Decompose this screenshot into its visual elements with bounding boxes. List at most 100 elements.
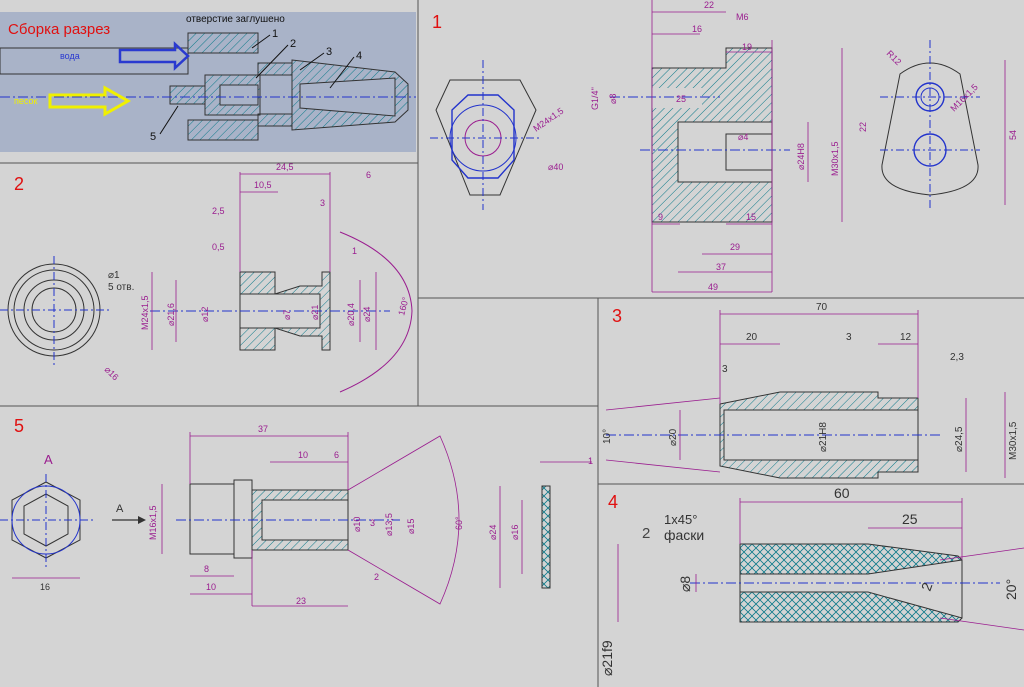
- dim-p5-8: 8: [204, 564, 209, 574]
- part1-end-view: M24x1,5 ⌀40: [430, 60, 565, 210]
- assembly-panel: Сборка разрез отверстие заглушено вода п…: [0, 12, 416, 152]
- dim-p2-d16: ⌀16: [103, 364, 121, 382]
- callout-4: 4: [356, 50, 362, 62]
- dim-p5-d10: ⌀10: [352, 517, 362, 532]
- part1-dim-lines: [651, 0, 843, 293]
- dim-g14: G1/4'': [590, 87, 600, 110]
- dim-p5-d16b: ⌀16: [510, 525, 520, 540]
- assembly-title: Сборка разрез: [8, 21, 110, 38]
- callout-5: 5: [150, 131, 156, 143]
- dim-54: 54: [1008, 130, 1018, 140]
- dim-21-6: ⌀21,6: [166, 303, 176, 326]
- part2-dim-lines: [151, 172, 377, 350]
- dim-p2-d21: ⌀21: [310, 305, 320, 320]
- part1-section: [610, 47, 790, 223]
- part2-end-view: ⌀1 5 отв. ⌀16: [0, 256, 134, 382]
- dim-m16: M16x1,5: [948, 82, 979, 113]
- dim-p5-1: 1: [588, 456, 593, 466]
- water-label: вода: [60, 51, 80, 61]
- dim-p5-2: 2: [374, 572, 379, 582]
- dim-p3-d24-5: ⌀24,5: [954, 426, 965, 452]
- part4-panel: 4 2 1x45° фаски 60 25 ⌀8 ⌀21f9 20° 2: [599, 485, 1024, 676]
- dim-d40: ⌀40: [548, 162, 563, 172]
- part1-dimensions: 22 M6 16 19 G1/4'' ⌀8 25 ⌀4 ⌀24H8 M30x1,…: [590, 0, 840, 292]
- callout-3: 3: [326, 46, 332, 58]
- dim-p2-d24: ⌀24: [362, 307, 372, 322]
- assembly-callouts: 1 2 3 4 5: [150, 28, 362, 143]
- dim-16: 16: [692, 24, 702, 34]
- dim-p5-3: 3: [370, 518, 375, 528]
- dim-60: 60: [834, 485, 850, 501]
- dim-29: 29: [730, 242, 740, 252]
- dim-0-5: 0,5: [212, 242, 225, 252]
- dim-d21f9: ⌀21f9: [599, 640, 615, 676]
- dim-holes-count: 5 отв.: [108, 282, 134, 293]
- dim-p4-d8: ⌀8: [677, 576, 693, 592]
- dim-p5-d15: ⌀15: [406, 519, 416, 534]
- part4-dimensions: 60 25 ⌀8 ⌀21f9 20° 2: [599, 485, 1019, 676]
- part4-section: [690, 543, 1024, 631]
- dim-37: 37: [258, 424, 268, 434]
- dim-24-5: 24,5: [276, 162, 294, 172]
- dim-holes: ⌀1: [108, 270, 120, 281]
- part3-dim-lines: [679, 310, 1006, 478]
- dim-p5-d24: ⌀24: [488, 525, 498, 540]
- dim-p2-1: 1: [352, 246, 357, 256]
- callout-1: 1: [272, 28, 278, 40]
- dim-r12: R12: [885, 48, 904, 67]
- dim-p3-m30: M30x1,5: [1008, 421, 1019, 460]
- part5-dimensions: 37 10 6 M16x1,5 ⌀10 3 ⌀13,5 ⌀15 60° 8 10…: [148, 424, 464, 606]
- chamfer-size: 1x45°: [664, 512, 697, 527]
- sand-arrow: песок: [14, 85, 132, 117]
- part2-section: [150, 231, 413, 393]
- part5-dim-lines: [161, 432, 349, 607]
- dim-p2-d7: ⌀7: [282, 310, 292, 320]
- dim-13-5: ⌀13,5: [384, 513, 394, 536]
- part3-dimensions: 70 20 3 12 2,3 3 10° ⌀20 ⌀21H8 ⌀24,5 M30…: [602, 302, 1019, 460]
- dim-p2-d12: ⌀12: [200, 307, 210, 322]
- dim-20-4: ⌀20,4: [346, 303, 356, 326]
- part5-panel: 5 A 16 A 1 ⌀24 ⌀16: [0, 416, 593, 607]
- part2-panel: 2 ⌀1 5 отв. ⌀16 24,5 6 10,5 2,5 3 0,5 1: [0, 162, 413, 393]
- part4-number: 4: [608, 492, 618, 512]
- part5-washer: 1 ⌀24 ⌀16: [488, 456, 593, 589]
- dim-p3-20: 20: [746, 332, 758, 343]
- dim-p4-20deg: 20°: [1003, 579, 1019, 600]
- dim-p5-m16: M16x1,5: [148, 505, 158, 540]
- part4-dim-lines: [617, 498, 963, 622]
- dim-2-5: 2,5: [212, 206, 225, 216]
- dim-p2-m24: M24x1,5: [140, 295, 150, 330]
- water-arrow: вода: [60, 41, 190, 71]
- chamfer-count: 2: [642, 525, 650, 542]
- dim-10deg: 10°: [602, 429, 613, 444]
- callout-2: 2: [290, 38, 296, 50]
- dim-d8: ⌀8: [608, 94, 618, 104]
- arrow-a-label: A: [116, 503, 124, 515]
- dim-160deg: 160°: [396, 296, 411, 317]
- dim-m24: M24x1,5: [531, 106, 565, 134]
- part1-number: 1: [432, 12, 442, 32]
- part3-number: 3: [612, 306, 622, 326]
- plug-note: отверстие заглушено: [186, 14, 285, 25]
- part1-panel: 1 M24x1,5 ⌀40 22 M6 16 19 G1/4'': [430, 0, 1018, 293]
- dim-2-3: 2,3: [950, 352, 964, 363]
- dim-25: 25: [676, 94, 686, 104]
- dim-p3-3b: 3: [722, 364, 728, 375]
- dim-p5-6: 6: [334, 450, 339, 460]
- chamfer-label: фаски: [664, 527, 704, 543]
- part3-panel: 3 70 20 3 12 2,3 3 10° ⌀20 ⌀21H8 ⌀24,5 M…: [602, 302, 1019, 479]
- part2-dimensions: 24,5 6 10,5 2,5 3 0,5 1 M24x1,5 ⌀21,6 ⌀1…: [140, 162, 411, 330]
- view-label: A: [44, 452, 53, 467]
- dim-d24h8: ⌀24H8: [796, 143, 806, 170]
- dim-22b: 22: [858, 122, 868, 132]
- dim-p3-12: 12: [900, 332, 912, 343]
- dim-37: 37: [716, 262, 726, 272]
- dim-p5-23: 23: [296, 596, 306, 606]
- dim-p5-16: 16: [40, 582, 50, 592]
- dim-p3-3a: 3: [846, 332, 852, 343]
- part5-section: [176, 435, 460, 605]
- dim-19: 19: [742, 42, 752, 52]
- dim-49: 49: [708, 282, 718, 292]
